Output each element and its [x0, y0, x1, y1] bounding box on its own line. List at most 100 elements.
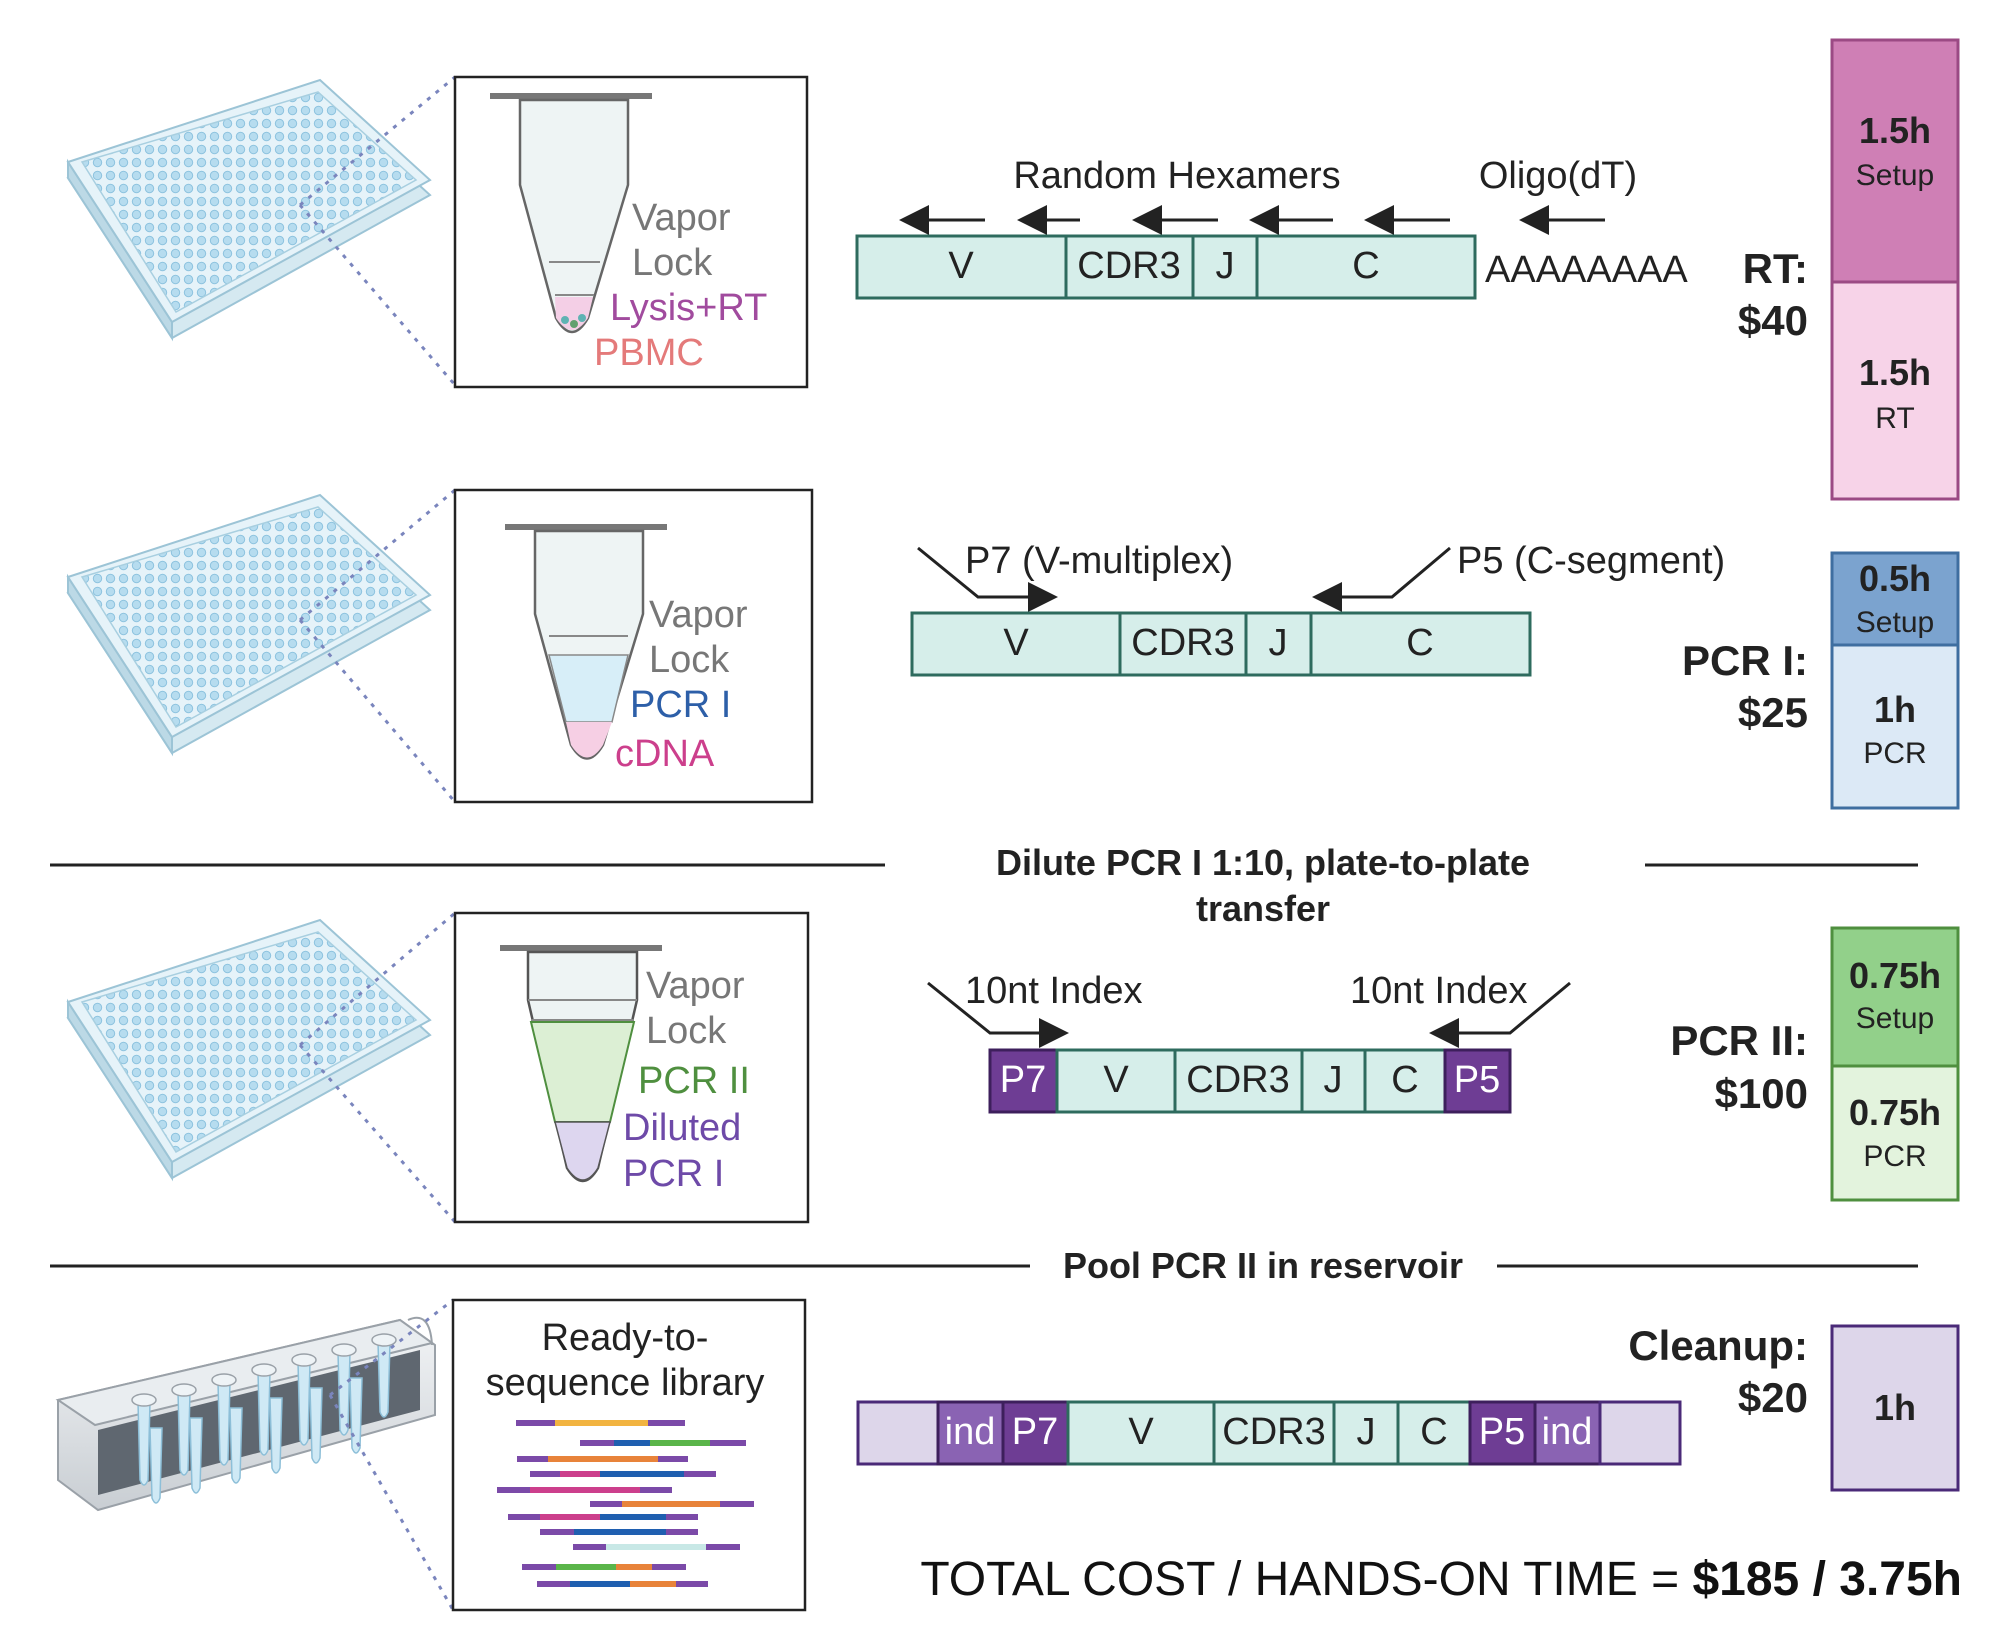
segment-v [1066, 1400, 1216, 1466]
cost-name-pcr1: PCR I: [1682, 637, 1808, 684]
lock-label: Lock [646, 1010, 727, 1052]
segment-label: CDR3 [1077, 245, 1180, 287]
plate-pcr2 [66, 918, 432, 1182]
dilute-step-label: Dilute PCR I 1:10, plate-to-plate [996, 842, 1530, 883]
cost-value-pcr1: $25 [1738, 689, 1808, 736]
time-value: 1.5h [1859, 352, 1931, 393]
cost-name-pcr2: PCR II: [1670, 1017, 1808, 1064]
segment-v [855, 234, 1068, 300]
oligo-dt-label: Oligo(dT) [1479, 155, 1637, 197]
construct-pcr1: V CDR3 J C [910, 611, 1532, 677]
segment-label: C [1391, 1059, 1418, 1101]
segment-label: ind [1542, 1411, 1593, 1453]
index-right-label: 10nt Index [1350, 970, 1527, 1012]
zoom-line [328, 1394, 455, 1611]
diluted-label: Diluted [623, 1107, 741, 1149]
zoom-line [298, 204, 457, 386]
segment-label: V [1103, 1059, 1129, 1101]
zoom-line [299, 911, 456, 1047]
segment-label: C [1406, 622, 1433, 664]
cost-value-pcr2: $100 [1715, 1070, 1808, 1117]
total-prefix: TOTAL COST / HANDS-ON TIME = [920, 1553, 1692, 1606]
segment-j [1191, 234, 1259, 300]
segment-label: J [1269, 622, 1288, 664]
segment-end-left [856, 1400, 940, 1466]
segment-label: J [1357, 1411, 1376, 1453]
primer-p7-label: P7 (V-multiplex) [965, 540, 1233, 582]
time-block [1830, 643, 1960, 810]
time-value: 1h [1874, 1387, 1916, 1428]
segment-cdr3 [1064, 234, 1195, 300]
diluted-pcr1-label: PCR I [623, 1153, 724, 1195]
tube-rt [490, 93, 652, 334]
segment-v [1055, 1048, 1177, 1114]
plate-pcr1 [66, 493, 432, 757]
cost-name-rt: RT: [1743, 245, 1808, 292]
zoom-line [329, 1298, 454, 1397]
segment-label: V [1003, 622, 1029, 664]
library-box [451, 1298, 807, 1612]
time-label: PCR [1863, 1140, 1926, 1173]
segment-label: V [1128, 1411, 1154, 1453]
reservoir-illustration [55, 1316, 436, 1512]
segment-index-right [1533, 1400, 1602, 1466]
library-label-2: sequence library [486, 1362, 765, 1404]
time-label: Setup [1856, 1002, 1934, 1035]
cost-name-cleanup: Cleanup: [1628, 1322, 1808, 1369]
time-label: PCR [1863, 737, 1926, 770]
index-left-label: 10nt Index [965, 970, 1142, 1012]
pcr2-label: PCR II [638, 1060, 750, 1102]
vapor-label: Vapor [649, 594, 748, 636]
library-label-1: Ready-to- [542, 1317, 709, 1359]
time-block [1830, 1064, 1960, 1202]
lysis-rt-label: Lysis+RT [610, 287, 767, 329]
library-fragments [497, 1420, 754, 1587]
time-value: 1.5h [1859, 110, 1931, 151]
segment-c [1309, 611, 1532, 677]
segment-label: P5 [1454, 1059, 1500, 1101]
cost-value-cleanup: $20 [1738, 1374, 1808, 1421]
zoom-line [299, 488, 456, 622]
primer-p5-label: P5 (C-segment) [1457, 540, 1725, 582]
segment-c [1255, 234, 1477, 300]
zoom-line [299, 75, 456, 207]
primer-arrows-pcr2 [927, 981, 1571, 1048]
segment-p5 [1468, 1400, 1537, 1466]
segment-v [910, 611, 1122, 677]
time-bar-rt: 1.5h Setup 1.5h RT [1830, 38, 1960, 501]
dilute-step-label-2: transfer [1196, 888, 1330, 929]
segment-label: CDR3 [1186, 1059, 1289, 1101]
vapor-label: Vapor [632, 197, 731, 239]
time-block [1830, 551, 1960, 647]
segment-label: C [1352, 245, 1379, 287]
zoom-line [298, 1044, 457, 1223]
primer-arrows-pcr1 [917, 546, 1451, 612]
segment-label: ind [945, 1411, 996, 1453]
time-label: Setup [1856, 159, 1934, 192]
segment-label: V [948, 245, 974, 287]
tube-box-rt [453, 75, 809, 389]
segment-cdr3 [1118, 611, 1248, 677]
lock-label: Lock [649, 639, 730, 681]
tube-pcr2 [500, 945, 662, 1183]
random-hexamers-label: Random Hexamers [1013, 155, 1340, 197]
plate-rt [66, 78, 432, 342]
vapor-label: Vapor [646, 965, 745, 1007]
segment-label: CDR3 [1222, 1411, 1325, 1453]
total-summary: TOTAL COST / HANDS-ON TIME = $185 / 3.75… [920, 1553, 1962, 1606]
time-value: 0.5h [1859, 558, 1931, 599]
segment-label: C [1420, 1411, 1447, 1453]
construct-pcr2: P7 V CDR3 J C P5 [988, 1048, 1512, 1114]
pbmc-label: PBMC [594, 332, 704, 374]
time-value: 0.75h [1849, 1092, 1941, 1133]
segment-label: P5 [1479, 1411, 1525, 1453]
segment-label: P7 [1000, 1059, 1046, 1101]
time-bar-cleanup: 1h [1830, 1324, 1960, 1492]
time-bar-pcr2: 0.75h Setup 0.75h PCR [1830, 926, 1960, 1202]
segment-j [1332, 1400, 1400, 1466]
poly-a-tail: AAAAAAAA [1485, 249, 1688, 291]
total-value: $185 / 3.75h [1692, 1553, 1962, 1606]
construct-cleanup: ind P7 V CDR3 J C P5 ind [856, 1400, 1682, 1466]
